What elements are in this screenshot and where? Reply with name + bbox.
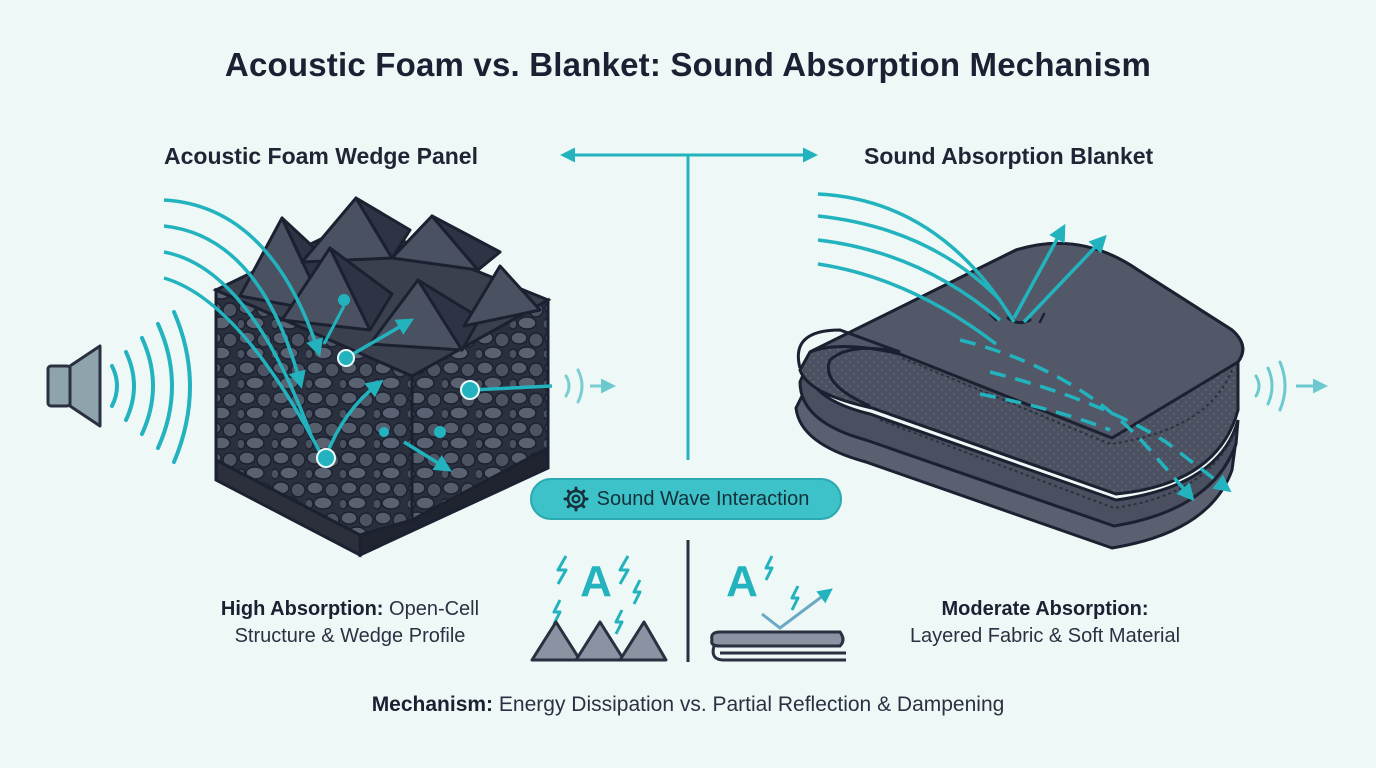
pill-label: Sound Wave Interaction (596, 487, 810, 510)
blanket-caption-line2: Layered Fabric & Soft Material (909, 625, 1181, 647)
mechanism-label: Mechanism: (371, 693, 494, 716)
foam-caption: High Absorption: Open-Cell Structure & W… (170, 596, 530, 650)
diagram-title: Acoustic Foam vs. Blanket: Sound Absorpt… (224, 46, 1152, 83)
lightning-icon (552, 599, 562, 625)
foam-caption-bold: High Absorption: (220, 598, 384, 620)
right-icon-letter: A (726, 557, 758, 606)
blanket-caption: Moderate Absorption: Layered Fabric & So… (862, 596, 1228, 650)
lightning-icon (790, 585, 800, 611)
gear-icon (563, 486, 589, 512)
sound-wave-interaction-badge: Sound Wave Interaction (530, 478, 842, 520)
foam-panel-illustration (163, 196, 616, 558)
foam-panel-heading: Acoustic Foam Wedge Panel (164, 143, 478, 169)
blanket-illustration (794, 192, 1328, 550)
blanket-heading: Sound Absorption Blanket (864, 143, 1154, 169)
foam-caption-rest: Open-Cell (389, 598, 480, 620)
speaker-icon (46, 310, 192, 464)
blanket-caption-bold: Moderate Absorption: (941, 598, 1149, 620)
center-connector (560, 147, 818, 662)
lightning-icon (556, 555, 568, 585)
moderate-absorption-icon: A (710, 555, 846, 662)
lightning-icon (614, 609, 624, 635)
left-icon-letter: A (580, 557, 612, 606)
high-absorption-icon: A (530, 555, 668, 662)
mechanism-footer: Mechanism: Energy Dissipation vs. Partia… (0, 693, 1376, 717)
lightning-icon (764, 555, 774, 581)
lightning-icon (632, 579, 642, 605)
mechanism-text: Energy Dissipation vs. Partial Reflectio… (498, 693, 1005, 716)
lightning-icon (618, 555, 630, 585)
foam-caption-line2: Structure & Wedge Profile (234, 625, 466, 647)
